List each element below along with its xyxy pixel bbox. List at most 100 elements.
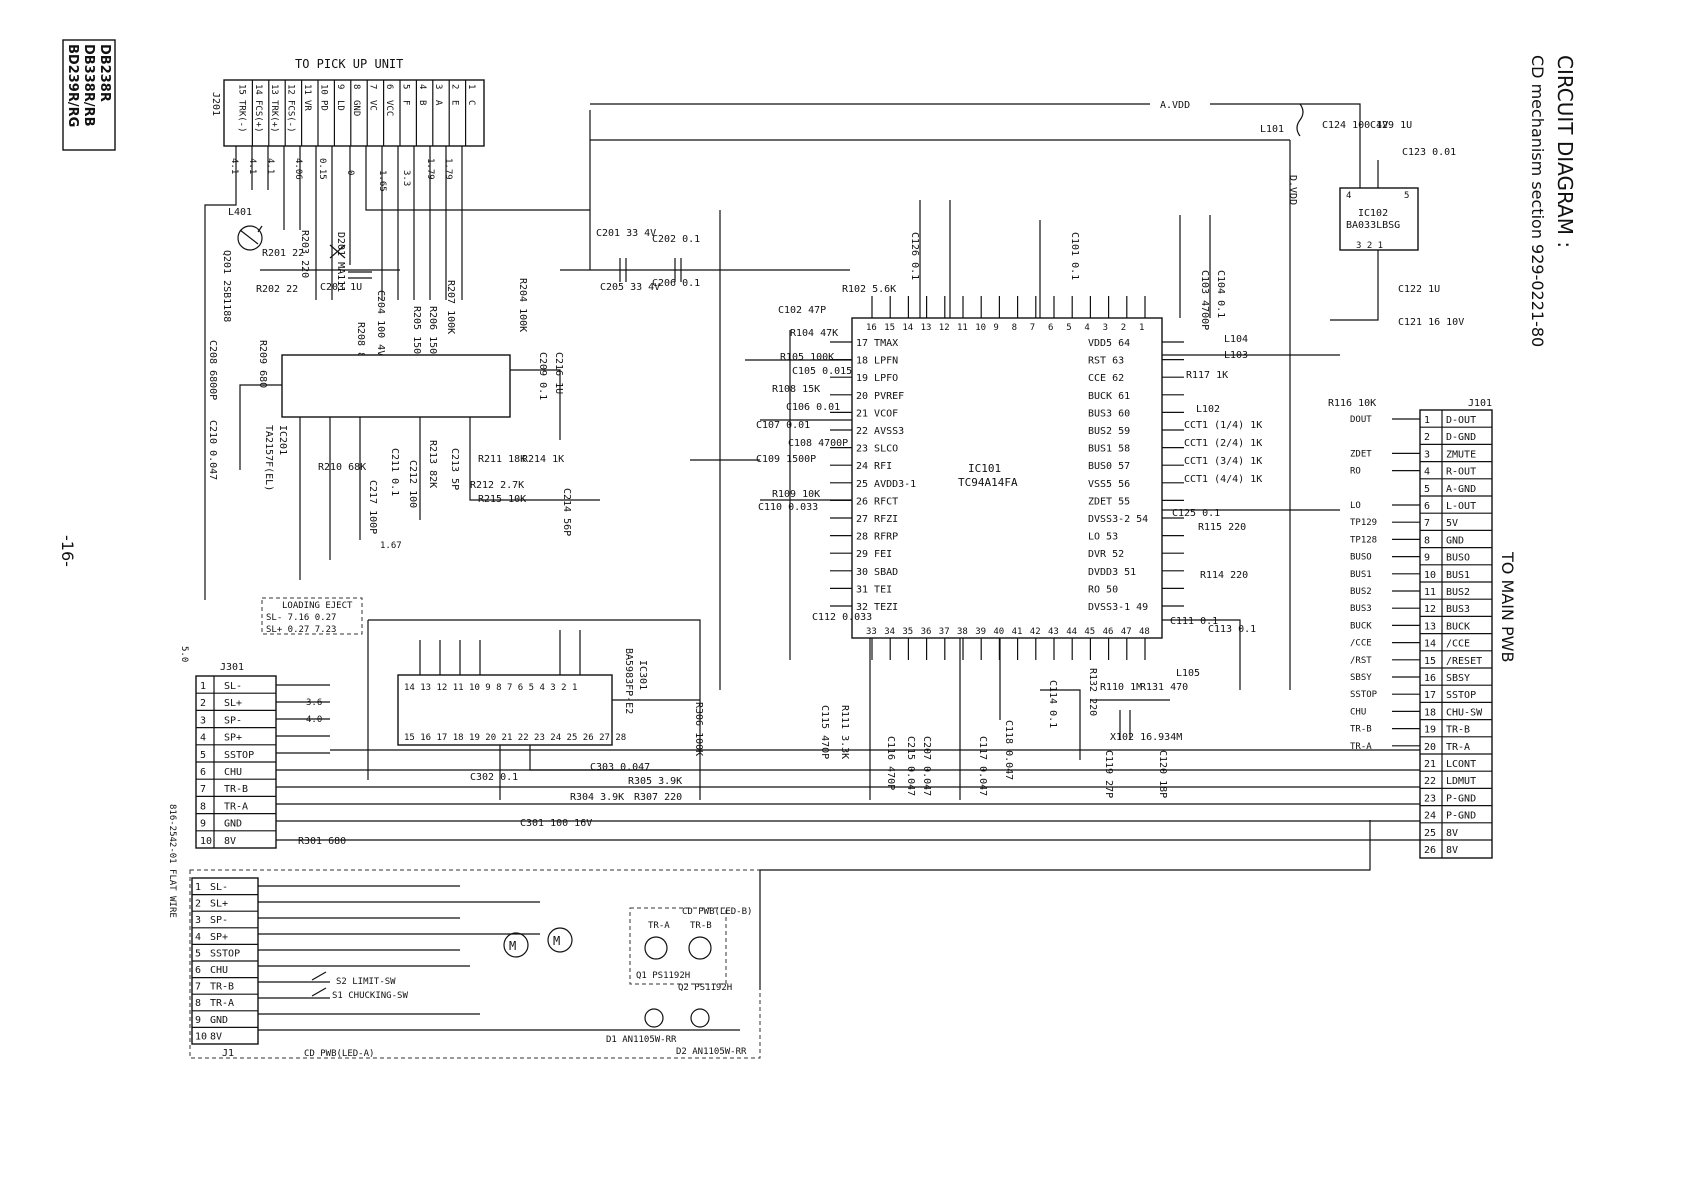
model-3: BD239R/RG <box>65 44 80 127</box>
j201-pin-signal: VC <box>368 100 378 111</box>
c112-label: C112 0.033 <box>812 612 872 623</box>
ic101-bottom-pin: 47 <box>1121 627 1132 637</box>
ic101-top-pin: 3 <box>1103 323 1108 333</box>
c125-label: C125 0.1 <box>1172 508 1220 519</box>
ic101-bottom-pin: 35 <box>902 627 913 637</box>
j101-pin-num: 22 <box>1424 776 1436 787</box>
j1-pin-signal: SL+ <box>210 899 228 910</box>
svg-text:M: M <box>509 939 516 953</box>
ic102-name: IC102 <box>1358 208 1388 219</box>
connector-j201: 1C2E3A4B5F6VCC7VC8GND9LD10PD11VR12FCS(-)… <box>210 79 485 147</box>
led-d1: D1 AN1105W-RR <box>606 1008 677 1045</box>
svg-text:3 2 1: 3 2 1 <box>1356 241 1383 251</box>
voltage-value: 4.0 <box>306 715 322 725</box>
r117-label: R117 1K <box>1186 370 1228 381</box>
ic101-top-pin: 9 <box>993 323 998 333</box>
j301-pin-signal: TR-A <box>224 801 248 812</box>
l105-label: L105 <box>1176 668 1200 679</box>
j1-pin-num: 5 <box>195 948 201 959</box>
voltage-value: 0.15 <box>317 158 327 180</box>
j101-pin-num: 18 <box>1424 707 1436 718</box>
j301-pin-signal: CHU <box>224 767 242 778</box>
j101-pin-num: 7 <box>1424 518 1430 529</box>
c113-label: C113 0.1 <box>1208 624 1256 635</box>
ic301-part: BA5983FP-E2 <box>623 648 634 714</box>
j201-pin-num: 4 <box>417 84 427 89</box>
c115-label: C115 470P <box>819 705 830 759</box>
j201-pin-signal: VR <box>302 100 312 111</box>
ic101-right-pin: VSS5 56 <box>1088 479 1130 490</box>
j1-pin-num: 9 <box>195 1015 201 1026</box>
ic101-bottom-pin: 48 <box>1139 627 1150 637</box>
r111-label: R111 3.3K <box>839 705 850 759</box>
ic101-right-pin: BUS1 58 <box>1088 444 1130 455</box>
diagram-subtitle: CD mechanism section 929-0221-80 <box>1528 55 1547 347</box>
trb-label: TR-B <box>690 921 712 931</box>
ic201-part: TA2157F(EL) <box>263 425 274 491</box>
ic101-bottom-pin: 37 <box>939 627 950 637</box>
phototransistor-q2: TR-B Q2 PS1192H <box>678 921 732 993</box>
phototransistor-q1: TR-A Q1 PS1192H <box>636 921 690 981</box>
j101-pin-signal: 8V <box>1446 828 1458 839</box>
j301-pin-signal: SL- <box>224 681 242 692</box>
ic101-right-pin: RO 50 <box>1088 584 1118 595</box>
j101-net-label: ZDET <box>1350 449 1372 459</box>
cct4-label: CCT1 (4/4) 1K <box>1184 474 1262 485</box>
ic101-top-pin: 6 <box>1048 323 1053 333</box>
j101-pin-num: 25 <box>1424 828 1436 839</box>
c213-label: C213 5P <box>449 448 460 490</box>
j101-pin-num: 16 <box>1424 673 1436 684</box>
j101-pin-num: 4 <box>1424 467 1430 478</box>
ic102-part: BA033LBSG <box>1346 220 1400 231</box>
j101-pin-signal: D-GND <box>1446 432 1476 443</box>
ic101-right-pin: DVSS3-1 49 <box>1088 602 1148 613</box>
chucking-sw-label: S1 CHUCKING-SW <box>332 991 408 1001</box>
j101-pin-num: 15 <box>1424 656 1436 667</box>
dvdd-label: D.VDD <box>1287 175 1298 205</box>
j1-pin-num: 4 <box>195 932 201 943</box>
j1-pin-num: 10 <box>195 1031 207 1042</box>
j1-pin-signal: SSTOP <box>210 948 240 959</box>
voltage-value: 4.06 <box>293 158 303 180</box>
c124-label: C124 100 4V <box>1322 120 1388 131</box>
j301-pin-num: 2 <box>200 698 206 709</box>
ic201-name: IC201 <box>277 425 288 455</box>
j1-name: J1 <box>222 1048 234 1059</box>
loading-head: LOADING EJECT <box>282 601 353 611</box>
avdd-label: A.VDD <box>1160 100 1190 111</box>
c107-label: C107 0.01 <box>756 420 810 431</box>
r206-label: R206 150K <box>427 306 438 360</box>
voltage-value: 3.6 <box>306 698 322 708</box>
c126-label: C126 0.1 <box>909 232 920 280</box>
ic101-top-pin: 2 <box>1121 323 1126 333</box>
j1-pin-num: 8 <box>195 998 201 1009</box>
r108-label: R108 15K <box>772 384 820 395</box>
j301-voltage: 5.0 <box>179 646 189 662</box>
j301-pin-signal: SP+ <box>224 733 242 744</box>
j101-pin-num: 9 <box>1424 553 1430 564</box>
r208-label: R208 82K <box>355 322 366 370</box>
r114-label: R114 220 <box>1200 570 1248 581</box>
ic101-bottom-pin: 39 <box>975 627 986 637</box>
q201-label: Q201 2SB1188 <box>221 250 232 322</box>
j1-pin-num: 3 <box>195 915 201 926</box>
r104-label: R104 47K <box>790 328 838 339</box>
r109-label: R109 10K <box>772 489 820 500</box>
r211-label: R211 18K <box>478 454 526 465</box>
j101-net-label: DOUT <box>1350 415 1372 425</box>
j101-pin-signal: BUS1 <box>1446 570 1470 581</box>
j101-pin-signal: BUCK <box>1446 621 1470 632</box>
ic101-top-pin: 7 <box>1030 323 1035 333</box>
c208-label: C208 6800P <box>207 340 218 400</box>
r215-label: R215 10K <box>478 494 526 505</box>
j201-pin-signal: A <box>433 100 443 106</box>
j101-pin-num: 12 <box>1424 604 1436 615</box>
r204-label: R204 100K <box>517 278 528 332</box>
ic101-bottom-pin: 36 <box>921 627 932 637</box>
r115-label: R115 220 <box>1198 522 1246 533</box>
r207-label: R207 100K <box>445 280 456 334</box>
ic101-right-pin: DVR 52 <box>1088 549 1124 560</box>
j101-pin-num: 6 <box>1424 501 1430 512</box>
